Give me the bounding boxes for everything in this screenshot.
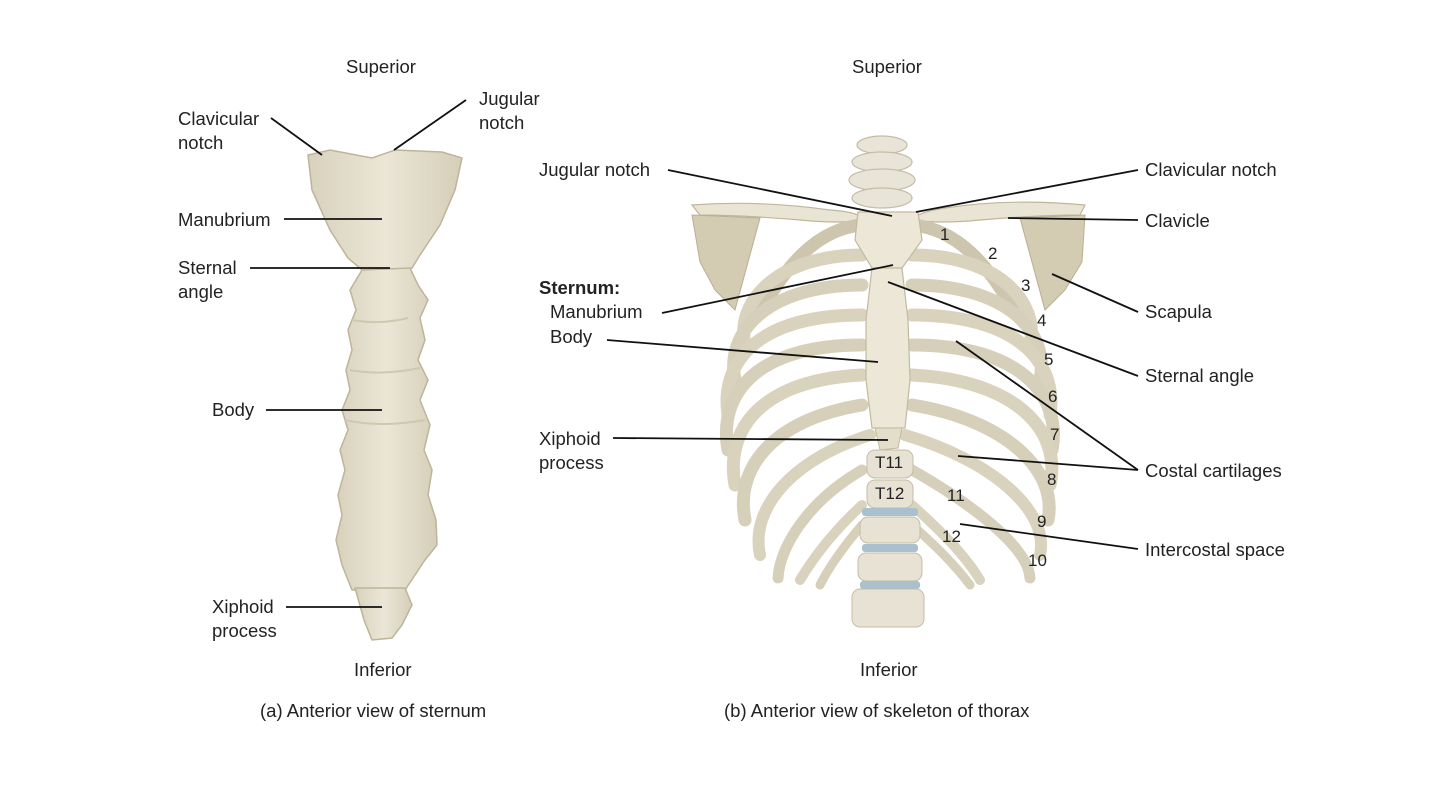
xiphoid-shape [354, 587, 413, 641]
panel-b-scapula-label: Scapula [1145, 301, 1212, 322]
rib-number-9: 9 [1037, 512, 1047, 531]
rib-number-10: 10 [1028, 551, 1047, 570]
sternal-body-shape [335, 267, 438, 591]
rib-number-8: 8 [1047, 470, 1057, 489]
lower-vertebrae [851, 449, 925, 628]
cervical-vertebrae [848, 135, 916, 209]
panel-a-manubrium-label: Manubrium [178, 209, 271, 230]
panel-b-sternum-heading: Sternum: [539, 277, 621, 298]
panel-a-clavicular-notch-label-line1: Clavicular [178, 108, 260, 129]
panel-a-caption: (a) Anterior view of sternum [260, 700, 487, 721]
panel-b-caption: (b) Anterior view of skeleton of thorax [724, 700, 1030, 721]
thorax-drawing [690, 135, 1086, 628]
panel-a-xiphoid-label-line1: Xiphoid [212, 596, 274, 617]
panel-a-clavicular-notch-label-line2: notch [178, 132, 224, 153]
rib-number-4: 4 [1037, 311, 1047, 330]
panel-b-clavicular-notch-label: Clavicular notch [1145, 159, 1277, 180]
panel-a-sternal-angle-label-line1: Sternal [178, 257, 237, 278]
rib-number-6: 6 [1048, 387, 1058, 406]
panel-b-xiphoid-label-line2: process [539, 452, 604, 473]
rib-number-3: 3 [1021, 276, 1031, 295]
thorax-sternal-body-shape [865, 267, 911, 429]
rib-number-12: 12 [942, 527, 961, 546]
panel-b-inferior-label: Inferior [860, 659, 918, 680]
rib-number-11: 11 [947, 486, 965, 505]
sternum-drawing [307, 149, 463, 641]
rib-number-2: 2 [988, 244, 998, 263]
panel-b-manubrium-label: Manubrium [550, 301, 643, 322]
vertebra-t11-label: T11 [875, 453, 904, 472]
panel-a-superior-label: Superior [346, 56, 416, 77]
vertebra-t12-label: T12 [875, 484, 905, 503]
panel-a-xiphoid-label-line2: process [212, 620, 277, 641]
panel-b-costal-cartilages-label: Costal cartilages [1145, 460, 1282, 481]
panel-b-xiphoid-label-line1: Xiphoid [539, 428, 601, 449]
rib-number-1: 1 [940, 225, 950, 244]
panel-b-body-label: Body [550, 326, 593, 347]
rib-number-7: 7 [1050, 425, 1060, 444]
panel-a-jugular-notch-label-line1: Jugular [479, 88, 540, 109]
panel-b-clavicle-label: Clavicle [1145, 210, 1210, 231]
panel-a-inferior-label: Inferior [354, 659, 412, 680]
panel-b-intercostal-space-label: Intercostal space [1145, 539, 1285, 560]
manubrium-shape [307, 149, 463, 271]
panel-a-body-label: Body [212, 399, 255, 420]
ribs [719, 218, 1060, 590]
panel-b-sternal-angle-label: Sternal angle [1145, 365, 1255, 386]
panel-b-jugular-notch-label: Jugular notch [539, 159, 651, 180]
thorax-xiphoid-shape [874, 427, 903, 451]
rib-number-5: 5 [1044, 350, 1054, 369]
panel-a-jugular-notch-label-line2: notch [479, 112, 525, 133]
panel-a-sternal-angle-label-line2: angle [178, 281, 224, 302]
leader-lines [250, 99, 1139, 608]
panel-b-superior-label: Superior [852, 56, 922, 77]
